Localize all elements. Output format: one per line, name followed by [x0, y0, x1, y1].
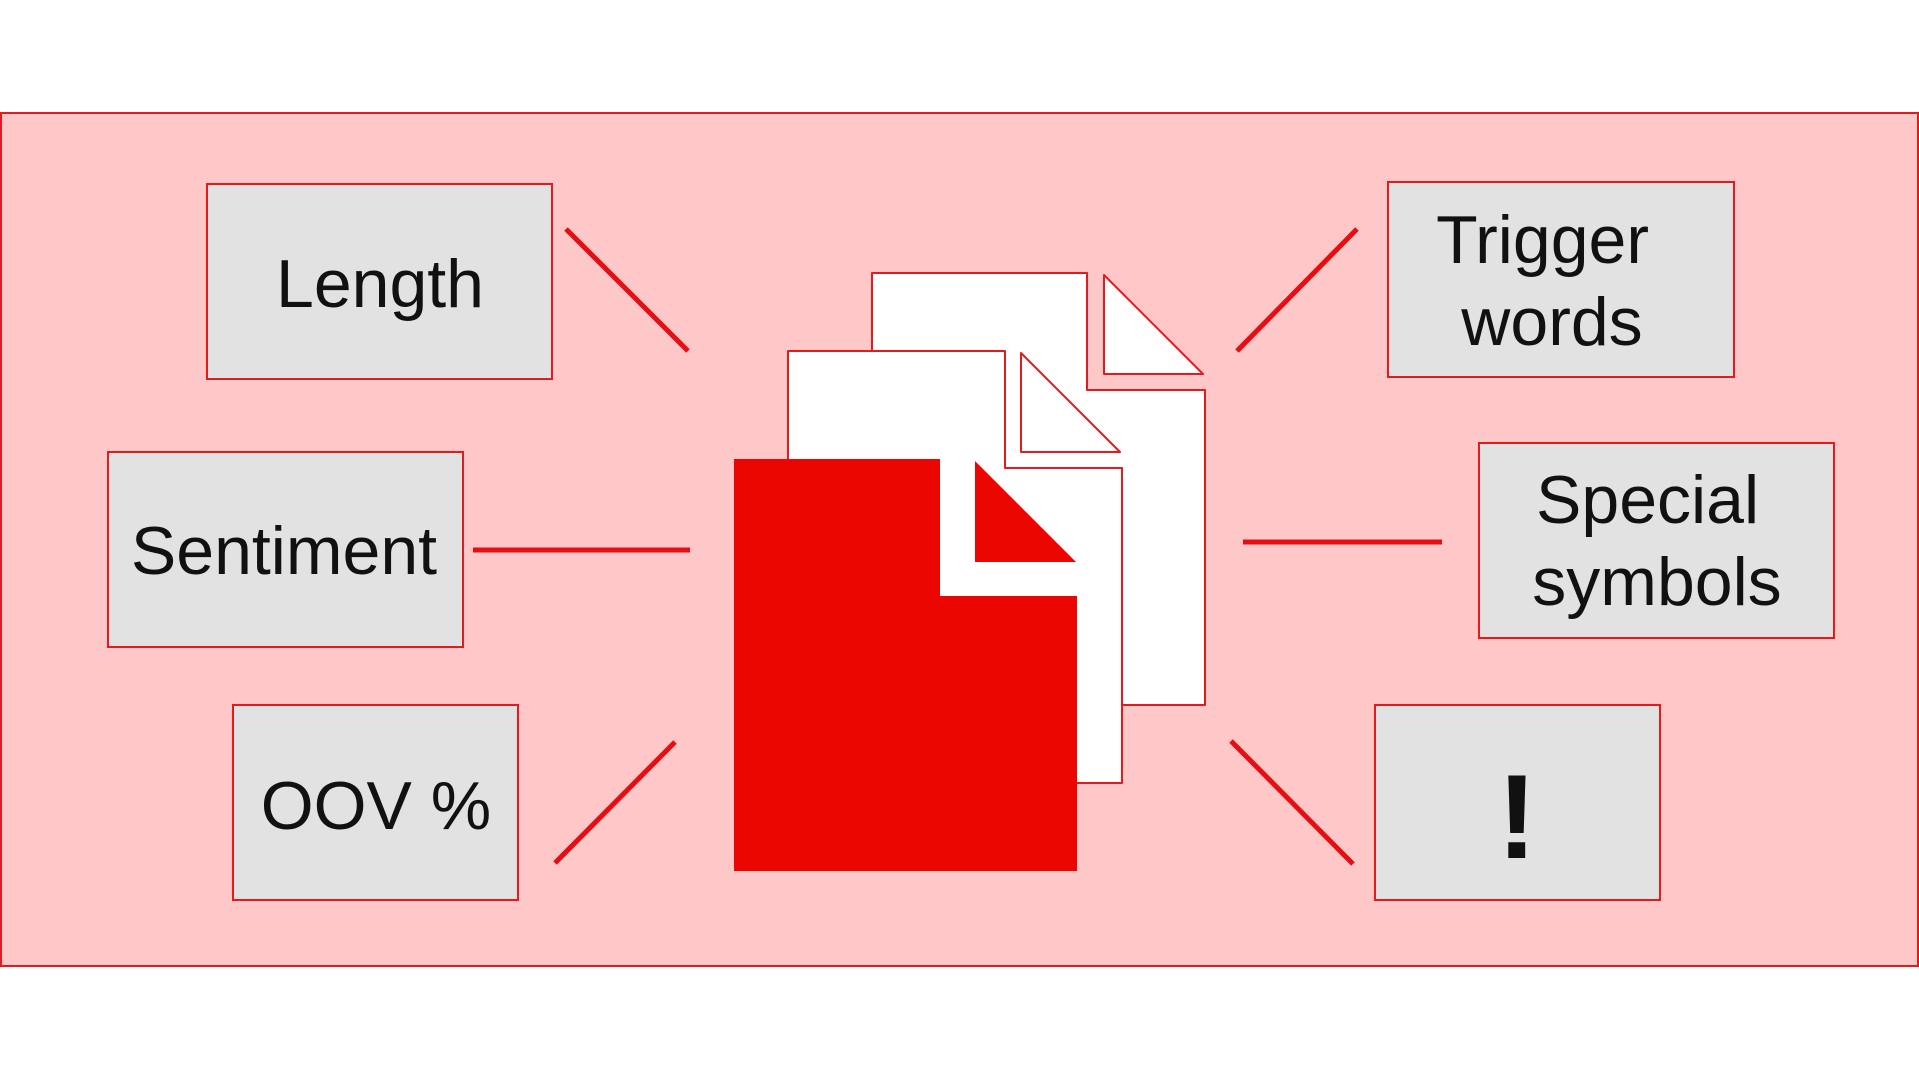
connector-oov: [553, 740, 677, 865]
connector-length: [564, 227, 690, 353]
feature-box-frame: [206, 183, 553, 380]
feature-box-length: Length: [206, 183, 553, 380]
feature-box-oov: OOV %: [232, 704, 519, 901]
feature-box-frame: [1478, 442, 1835, 639]
connector-exclamation: [1229, 739, 1355, 866]
feature-box-special-symbols: Special symbols: [1478, 442, 1835, 639]
feature-box-trigger-words: Trigger words: [1387, 181, 1735, 378]
feature-box-frame: [1387, 181, 1735, 378]
feature-label-oov: OOV %: [261, 768, 492, 844]
feature-label-trigger-words: Trigger words: [1436, 202, 1668, 360]
document-front: [734, 459, 1077, 871]
feature-box-frame: [107, 451, 464, 648]
feature-box-frame: [232, 704, 519, 901]
feature-label-length: Length: [276, 246, 484, 322]
feature-label-special-symbols: Special symbols: [1532, 462, 1781, 620]
connector-lines: [473, 227, 1442, 866]
feature-box-frame: [1374, 704, 1661, 901]
feature-box-exclamation: !: [1374, 704, 1661, 901]
document-stack-icon: [734, 272, 1206, 871]
exclamation-icon: !: [1497, 750, 1537, 884]
connector-trigger-words: [1235, 227, 1359, 353]
feature-box-sentiment: Sentiment: [107, 451, 464, 648]
feature-label-sentiment: Sentiment: [131, 513, 437, 589]
